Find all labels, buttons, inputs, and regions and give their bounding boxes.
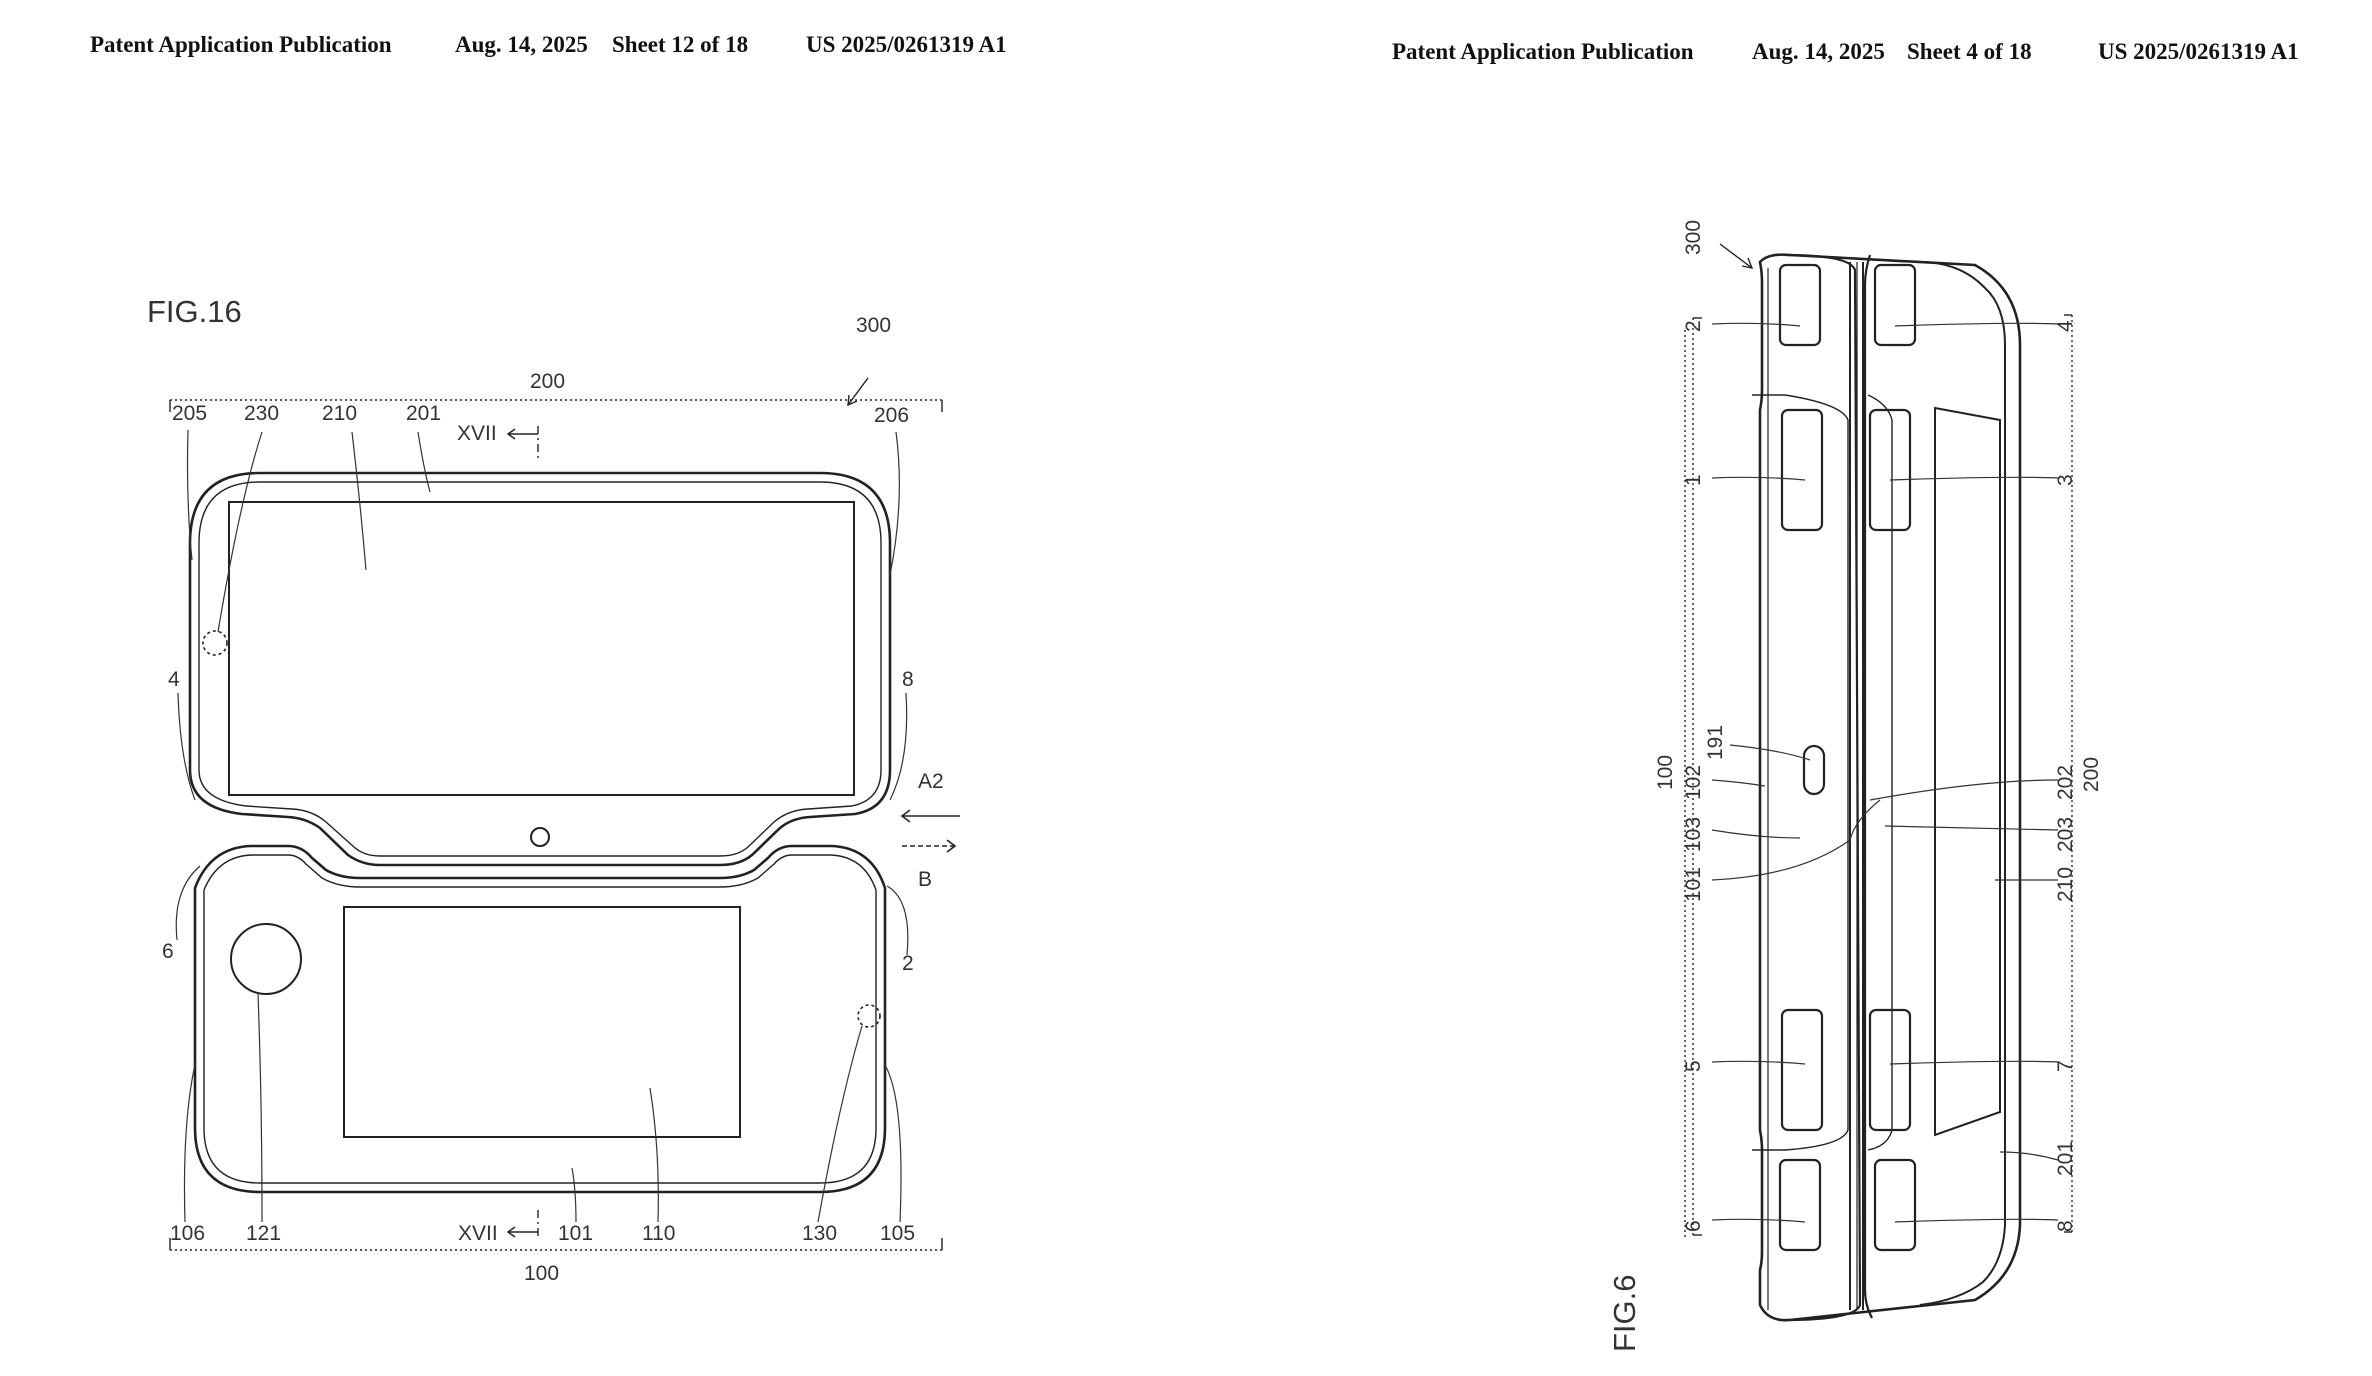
fig6-button-8 — [1873, 1158, 1917, 1252]
left-header-pubno: US 2025/0261319 A1 — [806, 32, 1007, 57]
fig6-bracket-inner-left — [1692, 317, 1702, 1236]
left-header-title: Patent Application Publication — [90, 32, 392, 57]
fig16-arrow-a2 — [900, 809, 960, 823]
fig16-label-xvii-bottom: XVII — [458, 1222, 498, 1245]
fig6-hinge — [1849, 262, 1864, 1310]
fig6-arrow-300-head — [1741, 257, 1754, 269]
fig16-label-130: 130 — [802, 1222, 837, 1245]
fig6-label-2: 2 — [1682, 320, 1705, 332]
fig6-screen-210 — [1934, 406, 2001, 1137]
fig6-button-7 — [1868, 1008, 1912, 1132]
fig6-label-191: 191 — [1704, 725, 1727, 760]
fig6-right-module-200 — [1863, 254, 2006, 1319]
fig16-label-105: 105 — [880, 1222, 915, 1245]
fig6-label-102: 102 — [1682, 765, 1705, 800]
fig6-button-4 — [1873, 263, 1917, 347]
fig6-label-6: 6 — [1682, 1220, 1705, 1232]
fig16-label-101: 101 — [558, 1222, 593, 1245]
fig6-left-module-100 — [1752, 253, 1862, 1322]
fig16-drawing: FIG.16 — [147, 294, 960, 1285]
right-header-date: Aug. 14, 2025 — [1752, 39, 1885, 64]
left-header-date: Aug. 14, 2025 — [455, 32, 588, 57]
fig16-arrow-300 — [847, 377, 869, 406]
fig6-button-1 — [1780, 408, 1824, 532]
fig16-label-121: 121 — [246, 1222, 281, 1245]
fig16-label-b: B — [918, 868, 932, 891]
fig16-label-206: 206 — [874, 404, 909, 427]
fig16-label-201: 201 — [406, 402, 441, 425]
fig16-bracket-100 — [169, 1238, 943, 1251]
fig6-label-1: 1 — [1682, 474, 1705, 486]
right-header-sheet: Sheet 4 of 18 — [1907, 39, 2032, 64]
fig6-label-100: 100 — [1654, 755, 1677, 790]
fig6-button-2 — [1778, 263, 1822, 347]
left-header-sheet: Sheet 12 of 18 — [612, 32, 749, 57]
fig6-label-3: 3 — [2054, 474, 2077, 486]
fig16-label-2: 2 — [902, 952, 914, 975]
fig6-bracket-200 — [2064, 314, 2073, 1233]
fig16-label-200: 200 — [530, 370, 565, 393]
right-header-pubno: US 2025/0261319 A1 — [2098, 39, 2299, 64]
fig16-label-a2: A2 — [918, 770, 944, 793]
fig6-label-210: 210 — [2054, 867, 2077, 902]
fig6-label-300: 300 — [1682, 220, 1705, 255]
fig16-label-4: 4 — [168, 668, 180, 691]
fig16-upper-screen-210 — [228, 501, 855, 796]
fig16-label-6: 6 — [162, 940, 174, 963]
fig16-label-106: 106 — [170, 1222, 205, 1245]
fig6-label-201: 201 — [2054, 1141, 2077, 1176]
fig6-label-4: 4 — [2054, 320, 2077, 332]
fig16-dashed-130 — [857, 1004, 881, 1028]
fig16-label-110: 110 — [642, 1222, 675, 1245]
fig16-label-205: 205 — [172, 402, 207, 425]
fig6-button-5 — [1780, 1008, 1824, 1132]
fig6-leader-lines — [1711, 322, 2059, 1223]
fig16-label-8: 8 — [902, 668, 914, 691]
fig16-title: FIG.16 — [147, 294, 242, 329]
fig16-upper-housing — [188, 471, 892, 867]
fig6-button-3 — [1868, 408, 1912, 532]
fig16-stick-121 — [230, 923, 302, 995]
fig6-title: FIG.6 — [1607, 1274, 1642, 1352]
fig16-label-xvii-top: XVII — [457, 422, 497, 445]
fig6-label-5: 5 — [1682, 1060, 1705, 1072]
fig6-label-7: 7 — [2054, 1060, 2077, 1072]
fig16-section-marker-bottom — [506, 1210, 539, 1240]
fig6-label-101: 101 — [1682, 867, 1705, 902]
fig16-camera-dashed-230 — [202, 630, 228, 656]
fig16-arrow-b — [902, 839, 957, 853]
fig6-label-8: 8 — [2054, 1220, 2077, 1232]
fig16-leader-lines — [175, 429, 909, 1223]
fig6-arrow-300 — [1719, 243, 1753, 269]
fig6-drawing: 300 2 4 1 3 191 100 102 103 101 202 203 … — [1607, 220, 2103, 1352]
fig6-button-6 — [1778, 1158, 1822, 1252]
fig16-upper-center-hole — [530, 827, 550, 847]
fig16-bracket-200 — [169, 399, 943, 412]
right-header-title: Patent Application Publication — [1392, 39, 1694, 64]
fig6-label-103: 103 — [1682, 817, 1705, 852]
fig16-label-100: 100 — [524, 1262, 559, 1285]
fig16-label-230: 230 — [244, 402, 279, 425]
fig16-lower-screen-110 — [343, 906, 741, 1138]
fig6-slot-191 — [1802, 744, 1826, 796]
fig16-label-300: 300 — [856, 314, 891, 337]
fig16-arrow-300-head — [847, 394, 858, 407]
fig6-label-203: 203 — [2054, 817, 2077, 852]
fig16-lower-housing — [193, 844, 887, 1194]
fig16-section-marker-top — [506, 426, 539, 462]
fig6-label-202: 202 — [2054, 765, 2077, 800]
fig16-label-210: 210 — [322, 402, 357, 425]
fig6-label-200: 200 — [2080, 757, 2103, 792]
fig6-outer-body — [1758, 253, 2022, 1322]
